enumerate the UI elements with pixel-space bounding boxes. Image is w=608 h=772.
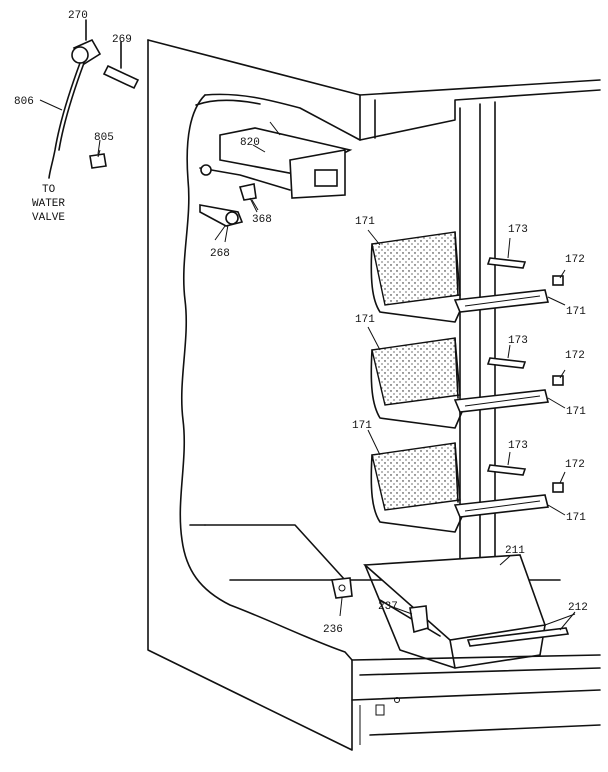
- water-fitting-270: [71, 19, 102, 66]
- bracket-236: [331, 577, 353, 599]
- shelf-rail-173-3: [486, 464, 527, 476]
- cap-172-1: [552, 275, 564, 286]
- cap-172-2: [552, 375, 564, 386]
- label-237: 237: [378, 601, 398, 613]
- label-368: 368: [252, 214, 272, 226]
- icemaker-820: [199, 121, 353, 199]
- clip-805: [89, 139, 107, 169]
- label-211: 211: [505, 545, 525, 557]
- label-173-c: 173: [508, 440, 528, 452]
- pan-shelf-3: [370, 442, 549, 533]
- tube-269: [102, 41, 140, 90]
- cap-172-3: [552, 482, 564, 493]
- pan-shelf-2: [370, 337, 549, 429]
- bracket-368: [238, 183, 259, 211]
- label-173-b: 173: [508, 335, 528, 347]
- label-valve: VALVE: [32, 212, 65, 224]
- label-172-c: 172: [565, 459, 585, 471]
- label-268: 268: [210, 248, 230, 260]
- label-171-e: 171: [352, 420, 372, 432]
- bracket-237: [409, 605, 429, 634]
- label-172-b: 172: [565, 350, 585, 362]
- water-line-806: [39, 62, 85, 179]
- label-172-a: 172: [565, 254, 585, 266]
- crisper-cover-212: [466, 613, 576, 647]
- pan-shelf-1: [370, 231, 549, 323]
- callout-labels: 270 269 806 805 TO WATER VALVE 820 368 2…: [14, 10, 588, 636]
- label-806: 806: [14, 96, 34, 108]
- label-805: 805: [94, 132, 114, 144]
- label-173-a: 173: [508, 224, 528, 236]
- label-171-f: 171: [566, 512, 586, 524]
- label-171-d: 171: [566, 406, 586, 418]
- label-171-c: 171: [355, 314, 375, 326]
- label-171-b: 171: [566, 306, 586, 318]
- label-269: 269: [112, 34, 132, 46]
- label-171-a: 171: [355, 216, 375, 228]
- label-236: 236: [323, 624, 343, 636]
- cabinet-outline: [147, 39, 601, 751]
- label-water: WATER: [32, 198, 65, 210]
- label-820: 820: [240, 137, 260, 149]
- leader-lines: [97, 144, 576, 631]
- label-212: 212: [568, 602, 588, 614]
- label-to: TO: [42, 184, 56, 196]
- label-270: 270: [68, 10, 88, 22]
- part-268: [199, 204, 244, 241]
- shelf-rail-173-2: [486, 357, 527, 369]
- shelf-rail-173-1: [486, 257, 527, 269]
